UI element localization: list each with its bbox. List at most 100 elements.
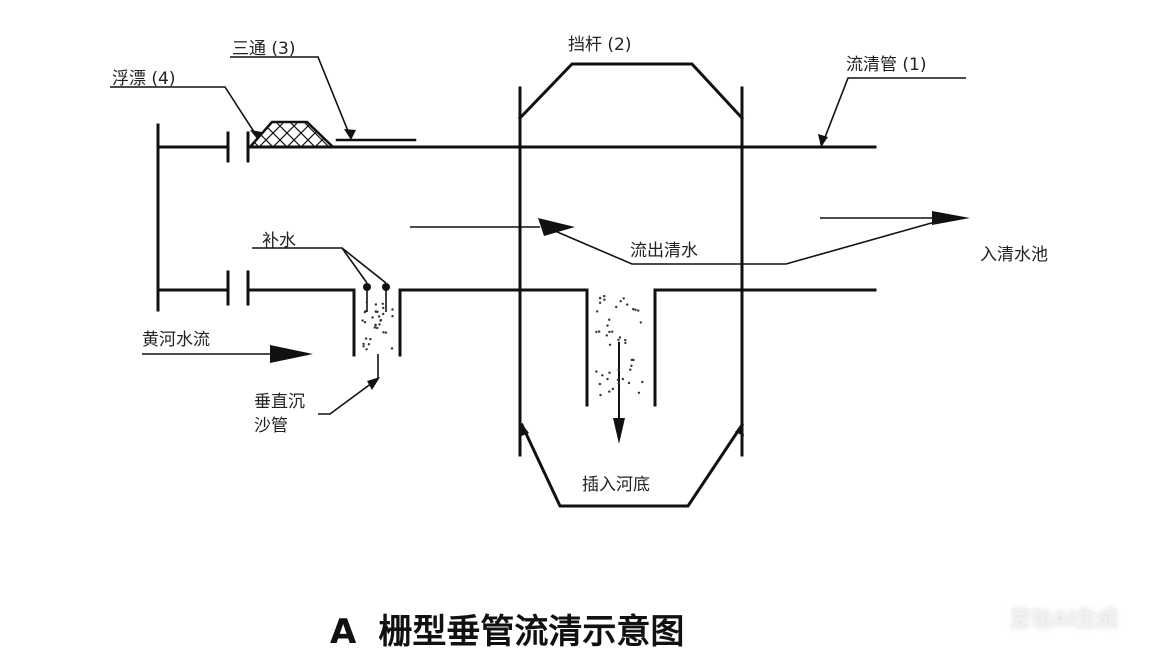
sediment-dot [599, 393, 602, 397]
float-shape [247, 120, 337, 149]
sediment-dot [384, 331, 388, 334]
sediment-dot [634, 308, 637, 311]
sediment-dot [608, 330, 611, 334]
sediment-dot [376, 326, 379, 330]
insert-riverbed-label: 插入河底 [582, 475, 650, 495]
to-pool-arrowhead-icon [932, 211, 970, 225]
sediment-dot [381, 302, 384, 305]
sediment-dot [390, 347, 394, 350]
makeup-water-leader-2 [341, 247, 387, 284]
bottom-pipe-to-sediment-tube [246, 288, 356, 357]
sediment-dot [362, 345, 365, 348]
sediment-dot [365, 348, 368, 351]
sediment-dot [382, 331, 385, 334]
sediment-particles-large-tube [595, 294, 644, 397]
sediment-drop-arrowhead-icon [613, 418, 625, 444]
sediment-dot [611, 387, 615, 391]
sediment-dot [626, 303, 629, 306]
makeup-water-label: 补水 [262, 231, 296, 251]
sediment-dot [374, 323, 377, 326]
figure-title: A 栅型垂管流清示意图 [330, 604, 684, 653]
sediment-dot [361, 319, 364, 322]
sediment-dot [608, 318, 611, 321]
sediment-dot [598, 296, 602, 300]
sediment-dot [629, 368, 632, 371]
sediment-dot [632, 308, 635, 311]
sediment-dot [375, 310, 378, 313]
sediment-dot [615, 305, 618, 309]
sediment-dot [601, 374, 604, 377]
makeup-water-nozzle-left-icon [363, 283, 371, 291]
sediment-dot [378, 323, 381, 326]
sediment-dot [363, 321, 367, 324]
makeup-water-nozzle-right-icon [382, 283, 390, 291]
sediment-dot [627, 381, 631, 385]
sediment-dot [605, 334, 608, 337]
sediment-dot [382, 306, 385, 310]
sediment-dot [365, 301, 368, 304]
sediment-dot [369, 337, 372, 341]
sediment-dot [617, 338, 620, 342]
sediment-dot [608, 343, 612, 346]
sediment-dot [617, 368, 620, 372]
sediment-dot [618, 336, 622, 339]
figure-letter: A [330, 612, 357, 652]
sediment-dot [639, 321, 642, 324]
sediment-dot [391, 308, 394, 311]
sediment-dot [630, 358, 633, 362]
sediment-dot [624, 341, 627, 345]
sediment-dot [362, 342, 365, 346]
sediment-dot [617, 382, 620, 385]
vertical-pipe-label-line2: 沙管 [254, 416, 288, 436]
tee-arrowhead-icon [344, 129, 356, 140]
vertical-pipe-leader [318, 379, 377, 415]
sediment-dot [637, 309, 640, 312]
sediment-dot [382, 312, 385, 316]
bottom-pipe-right [653, 288, 877, 407]
riverbed-insert-bottom [520, 422, 745, 508]
sediment-dot [619, 300, 622, 303]
sediment-dot [598, 330, 601, 333]
sediment-dot [616, 378, 620, 381]
vertical-pipe-arrowhead-icon [367, 377, 380, 390]
sediment-dot [374, 303, 378, 306]
sediment-dot [596, 310, 599, 313]
clean-outflow-leader [554, 221, 936, 265]
tee-label: 三通 (3) [232, 39, 296, 59]
sediment-dot [622, 297, 625, 300]
sediment-dot [379, 318, 383, 322]
watermark: 豆包AI生成 [1010, 607, 1119, 631]
sediment-dot [637, 391, 641, 394]
sediment-dot [371, 316, 374, 319]
sediment-dot [598, 301, 602, 304]
sediment-dot [608, 390, 611, 393]
clean-pipe-label: 流清管 (1) [846, 55, 927, 75]
clean-pipe-arrowhead-icon [818, 134, 828, 147]
right-insert-arrowhead-icon [735, 424, 744, 436]
bottom-pipe-after-sediment-tube [398, 288, 589, 407]
sediment-dot [608, 371, 611, 374]
sediment-dot [373, 326, 376, 329]
left-insert-arrowhead-icon [519, 424, 529, 437]
float-leader [110, 86, 259, 139]
to-clean-pool-label: 入清水池 [980, 245, 1048, 265]
sediment-dot [611, 330, 614, 333]
float-arrowhead-icon [250, 130, 262, 140]
figure-title-text: 栅型垂管流清示意图 [378, 612, 685, 652]
vertical-pipe-label-line1: 垂直沉 [254, 392, 305, 412]
tee-leader [230, 56, 351, 137]
sediment-dot [641, 380, 644, 384]
sediment-dot [624, 338, 627, 342]
baffle-label: 挡杆 (2) [568, 35, 632, 55]
sediment-dot [603, 294, 606, 298]
sediment-dot [391, 315, 394, 318]
sediment-dot [595, 330, 598, 334]
sediment-dot [606, 377, 609, 381]
sediment-dot [364, 310, 367, 313]
sediment-dot [595, 370, 598, 373]
clean-flow-arrowhead-icon [538, 218, 575, 236]
sediment-particles-small-tube [361, 301, 394, 351]
sediment-dot [621, 377, 625, 381]
sediment-dot [630, 364, 633, 367]
